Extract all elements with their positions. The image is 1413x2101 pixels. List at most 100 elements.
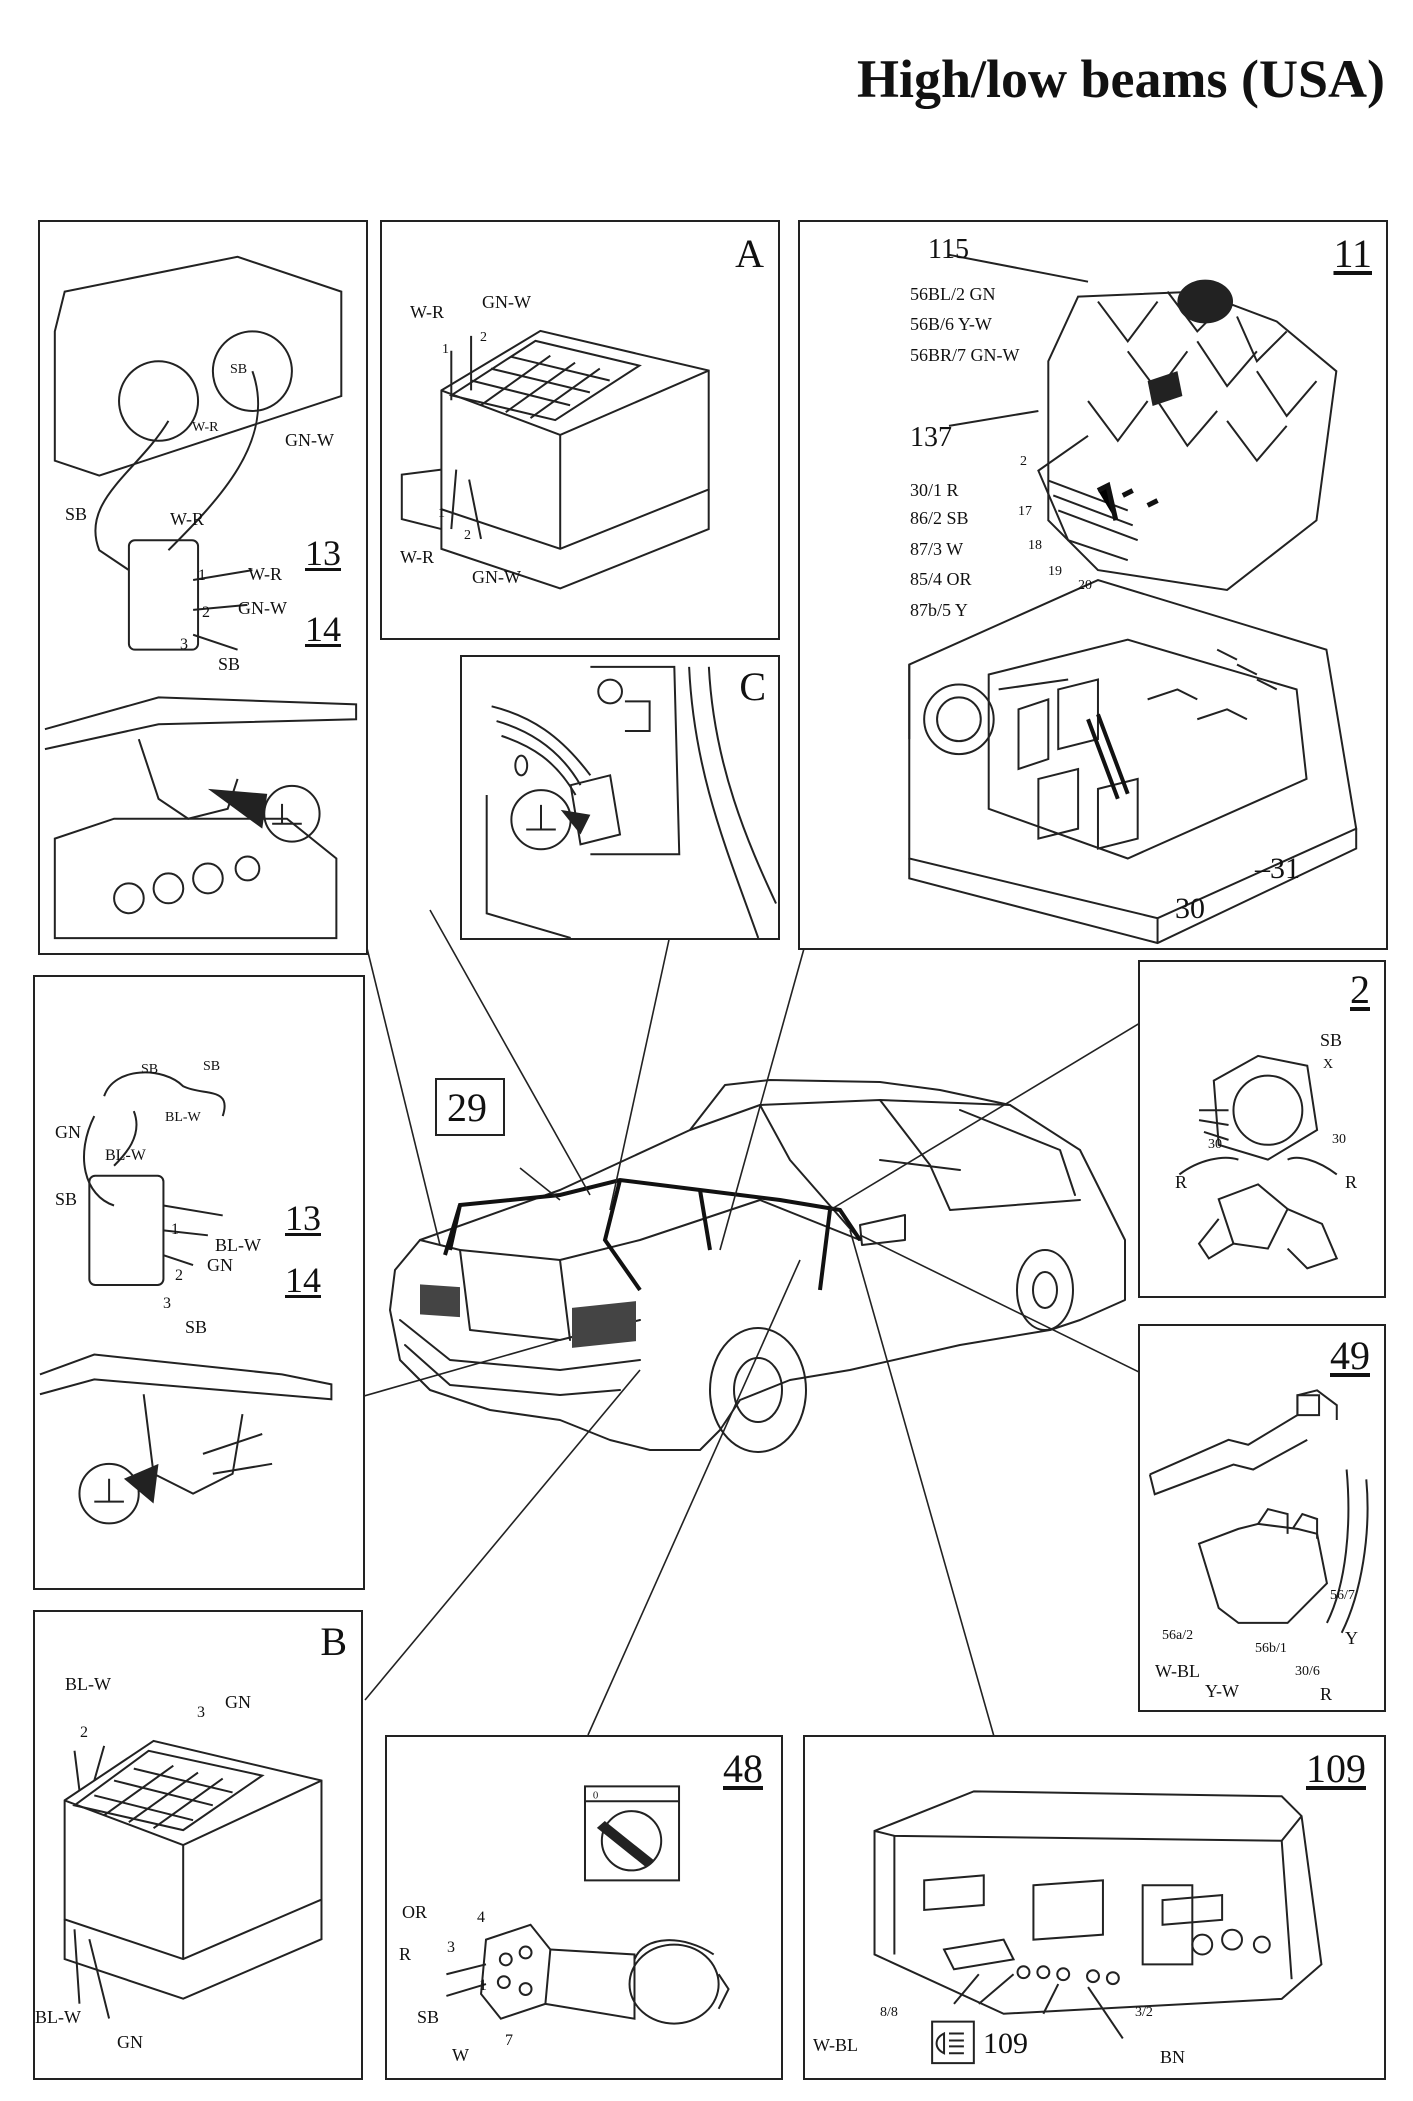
panel-tag-29: 29 [447,1085,487,1130]
label-gn: GN [225,1692,251,1712]
ref-30: 30 [1175,892,1205,925]
relay-fuse-box-art [800,222,1386,948]
label-x: X [1323,1057,1334,1072]
label-sb: SB [55,1189,78,1209]
label-sb: SB [203,1059,221,1074]
label-pin-1: 1 [438,506,445,521]
label-gn-w: GN-W [482,292,531,312]
label-r: R [1320,1684,1333,1704]
label-pin-3: 3 [163,1295,171,1312]
pin-17: 17 [1018,504,1032,519]
dimmer-switch-art [1140,1326,1384,1710]
wire-56b: 56B/6 Y-W [910,314,992,334]
panel-tag-49: 49 [1330,1333,1370,1378]
pin-2: 2 [1020,454,1027,469]
ref-14: 14 [305,609,341,649]
wire-56br: 56BR/7 GN-W [910,345,1020,365]
label-r: R [1345,1172,1358,1192]
label-56b-1: 56b/1 [1255,1641,1287,1656]
connector-a-art [382,222,778,638]
panel-tag-2: 2 [1350,967,1370,1012]
label-sb: SB [230,362,248,377]
panel-2-light-switch: 2 SB X 30 30 R R [1138,960,1386,1298]
label-bl-w: BL-W [165,1110,201,1125]
label-pin-1: 1 [479,1977,487,1994]
label-or: OR [402,1902,428,1922]
label-pin-1: 1 [198,567,206,584]
label-3-2: 3/2 [1135,2005,1153,2020]
label-w-r: W-R [248,564,282,584]
ground-point-c-art [462,657,778,938]
label-pin-3: 3 [447,1939,455,1956]
ref-13: 13 [285,1198,321,1238]
headlight-connector-art [35,977,363,1588]
connector-b-art [35,1612,361,2078]
label-sb: SB [417,2007,440,2027]
label-w-r: W-R [192,420,219,435]
label-pin-1: 1 [171,1221,179,1238]
label-pin-7: 7 [505,2032,513,2049]
label-gn-w: GN-W [472,567,521,587]
wire-30-1: 30/1 R [910,480,959,500]
panel-a-connector: A W-R GN-W 1 2 1 2 W-R GN-W [380,220,780,640]
label-gn-w: GN-W [238,598,287,618]
label-pin-1: 1 [442,342,449,357]
ref-14: 14 [285,1260,321,1300]
label-pin-2: 2 [80,1724,88,1741]
ref-31: –31 [1255,852,1300,885]
label-sb: SB [1320,1030,1343,1050]
label-pin-2: 2 [175,1267,183,1284]
label-y: Y [1345,1628,1358,1648]
wire-85-4: 85/4 OR [910,569,972,589]
label-bl-w: BL-W [65,1674,111,1694]
label-pin-2: 2 [464,528,471,543]
instrument-cluster-art [805,1737,1384,2078]
ref-115: 115 [928,234,969,265]
label-30: 30 [1332,1132,1346,1147]
label-w-bl: W-BL [813,2035,858,2055]
panel-tag-a: A [735,231,764,276]
headlight-switch-art: 0 [387,1737,781,2078]
label-gn: GN [117,2032,143,2052]
panel-109-instrument-cluster: 109 8/8 W-BL 109 3/2 BN [803,1735,1386,2080]
label-w-r: W-R [400,547,434,567]
label-bl-w: BL-W [35,2007,81,2027]
panel-tag-11: 11 [1333,231,1372,276]
label-r: R [399,1944,412,1964]
page-title: High/low beams (USA) [856,49,1385,109]
label-56-7: 56/7 [1330,1588,1355,1603]
label-sb: SB [218,654,241,674]
pin-19: 19 [1048,564,1062,579]
pin-18: 18 [1028,538,1042,553]
panel-tag-box-29: 29 [435,1078,505,1136]
panel-48-headlight-switch: 0 48 OR 4 R 3 1 SB W 7 [385,1735,783,2080]
panel-49-dimmer-switch: 49 56/7 56a/2 56b/1 Y W-BL 30/6 Y-W R [1138,1324,1386,1712]
panel-headlight-connector-top: SB W-R GN-W SB W-R 1 W-R 2 GN-W 3 SB 13 … [38,220,368,955]
headlight-assembly-art [40,222,366,953]
label-pin-4: 4 [477,1909,485,1926]
label-w: W [452,2045,469,2065]
wire-86-2: 86/2 SB [910,508,969,528]
label-pin-2: 2 [202,604,210,621]
wire-87b-5: 87b/5 Y [910,600,968,620]
label-y-w: Y-W [1205,1681,1239,1701]
label-56a-2: 56a/2 [1162,1628,1194,1643]
panel-tag-48: 48 [723,1746,763,1791]
panel-headlight-connector-mid: SB SB GN BL-W BL-W SB 1 BL-W GN 2 3 SB 1… [33,975,365,1590]
label-bl-w: BL-W [215,1235,261,1255]
label-30-6: 30/6 [1295,1664,1320,1679]
label-bl-w: BL-W [105,1147,146,1164]
panel-b-connector: B BL-W 2 3 GN BL-W GN [33,1610,363,2080]
panel-11-relay-fuse-box: 11 115 56BL/2 GN 56B/6 Y-W 56BR/7 GN-W 1… [798,220,1388,950]
svg-text:0: 0 [593,1789,599,1801]
label-pin-3: 3 [197,1704,205,1721]
ref-109: 109 [983,2027,1028,2060]
panel-c-ground: C [460,655,780,940]
panel-tag-109: 109 [1306,1746,1366,1791]
label-sb: SB [185,1317,208,1337]
panel-tag-b: B [320,1619,347,1664]
wire-87-3: 87/3 W [910,539,964,559]
label-30: 30 [1208,1137,1222,1152]
light-switch-art [1140,962,1384,1296]
label-w-r: W-R [410,302,444,322]
